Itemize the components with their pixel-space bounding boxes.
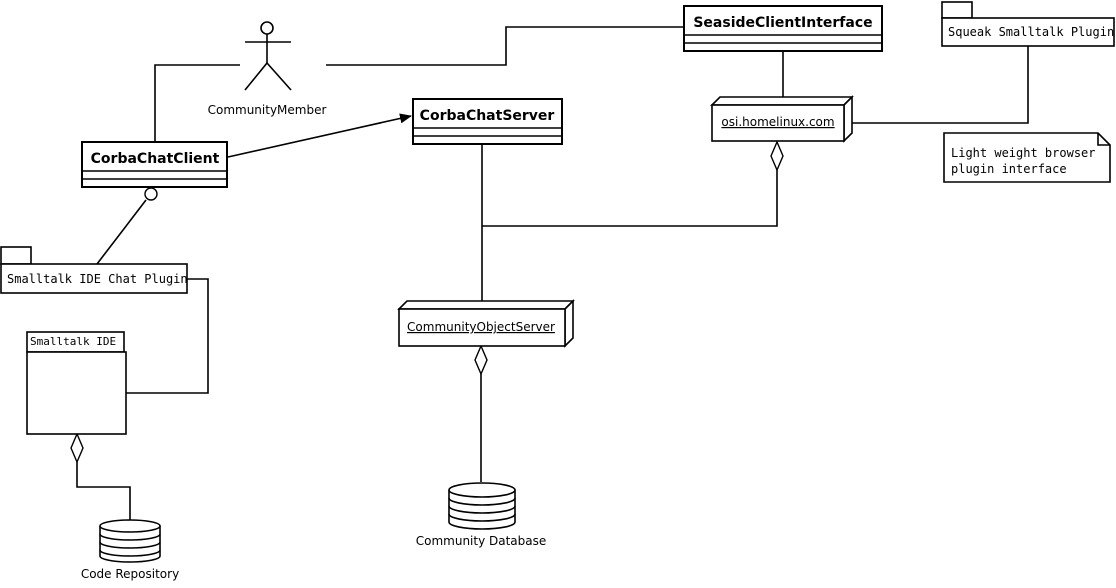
node-label: CommunityObjectServer: [407, 320, 555, 334]
actor-head: [260, 21, 274, 35]
package-label: Smalltalk IDE: [30, 335, 116, 348]
osi-aggregation-diamond: [770, 140, 784, 172]
class-corba-chat-client[interactable]: CorbaChatClient: [81, 141, 228, 188]
package-label: Smalltalk IDE Chat Plugin: [7, 272, 188, 286]
node-community-object-server[interactable]: CommunityObjectServer: [397, 299, 575, 348]
class-title: CorbaChatServer: [420, 108, 555, 124]
class-seaside-client-interface[interactable]: SeasideClientInterface: [683, 5, 883, 52]
actor-label: CommunityMember: [208, 103, 327, 117]
community-database-label: Community Database: [416, 534, 547, 548]
ide-aggregation-diamond: [70, 432, 84, 464]
package-label: Squeak Smalltalk Plugin: [948, 25, 1114, 39]
actor-to-seaside-connector: [326, 26, 684, 66]
community-member-actor[interactable]: [244, 21, 292, 91]
package-smalltalk-ide-chat-plugin[interactable]: Smalltalk IDE Chat Plugin: [0, 246, 188, 294]
actor-to-client-connector: [154, 64, 240, 142]
package-smalltalk-ide[interactable]: Smalltalk IDE: [26, 331, 127, 435]
ide-to-repo-aggregation: [76, 462, 131, 520]
note-browser-plugin[interactable]: Light weight browser plugin interface: [943, 132, 1111, 183]
package-squeak-smalltalk-plugin[interactable]: Squeak Smalltalk Plugin: [941, 1, 1115, 47]
chat-client-interface-lollipop: [144, 187, 158, 201]
chat-plugin-to-interface-connector: [96, 199, 147, 265]
class-corba-chat-server[interactable]: CorbaChatServer: [412, 98, 563, 145]
object-server-aggregation-diamond: [474, 344, 488, 376]
note-line-2: plugin interface: [951, 162, 1067, 176]
community-database[interactable]: [448, 482, 516, 530]
code-repository-label: Code Repository: [81, 567, 179, 581]
class-title: SeasideClientInterface: [693, 15, 872, 31]
code-repository[interactable]: [99, 519, 161, 563]
osi-to-squeak-plugin-connector: [850, 46, 1029, 124]
server-to-osi-aggregation: [482, 170, 778, 227]
note-line-1: Light weight browser: [951, 146, 1096, 160]
node-label: osi.homelinux.com: [721, 115, 834, 129]
node-osi-homelinux[interactable]: osi.homelinux.com: [710, 95, 854, 143]
client-to-server-association: [227, 113, 412, 158]
class-title: CorbaChatClient: [91, 151, 220, 167]
chat-plugin-to-ide-connector: [126, 278, 209, 394]
